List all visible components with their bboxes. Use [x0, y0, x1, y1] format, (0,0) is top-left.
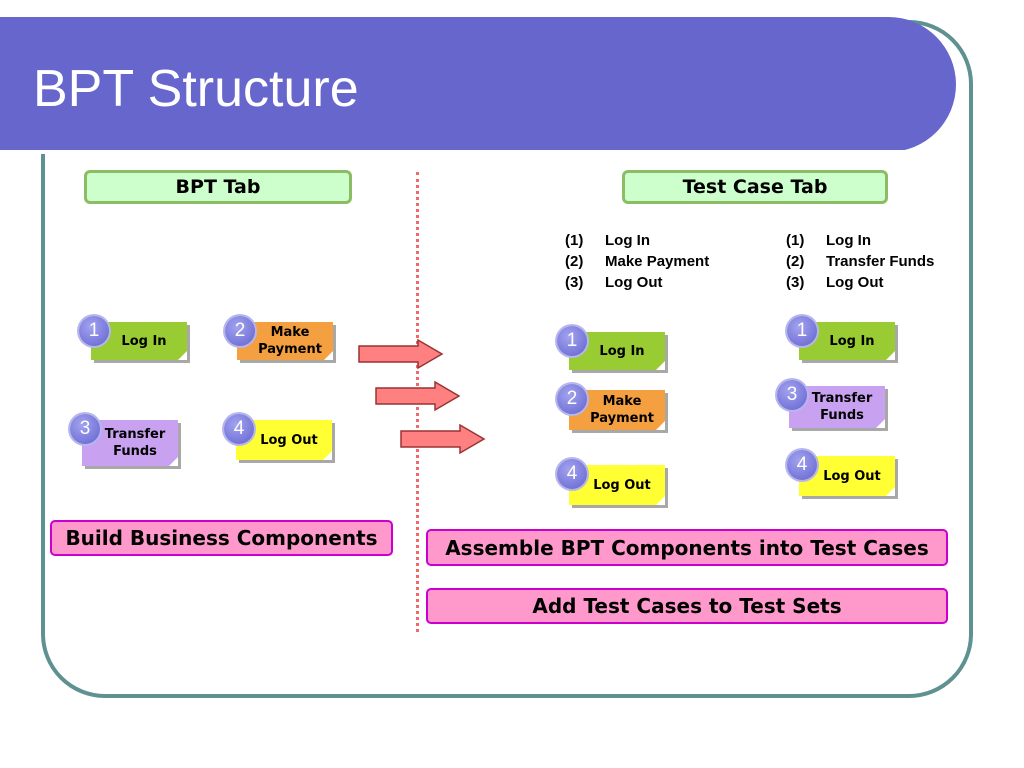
step-row: (3)Log Out: [786, 272, 934, 293]
test-case-tab-label: Test Case Tab: [622, 170, 888, 204]
component-label: Log In: [599, 343, 644, 360]
step-number: (3): [786, 272, 826, 293]
step-label: Log Out: [605, 272, 662, 293]
step-row: (1)Log In: [565, 230, 709, 251]
component-number-badge: 1: [557, 326, 587, 356]
step-row: (3)Log Out: [565, 272, 709, 293]
step-number: (2): [565, 251, 605, 272]
add-test-sets-caption: Add Test Cases to Test Sets: [426, 588, 948, 624]
component-label: Log Out: [823, 468, 881, 485]
component-label: Make Payment: [579, 393, 665, 427]
component-number-badge: 2: [557, 384, 587, 414]
step-number: (1): [565, 230, 605, 251]
component-number-badge: 1: [787, 316, 817, 346]
arrow-right-icon: [358, 338, 444, 370]
component-label: Log Out: [260, 432, 318, 449]
build-components-caption: Build Business Components: [50, 520, 393, 556]
component-label: Make Payment: [247, 324, 333, 358]
component-number-badge: 4: [557, 459, 587, 489]
bpt-tab-label: BPT Tab: [84, 170, 352, 204]
component-number-badge: 4: [787, 450, 817, 480]
step-number: (1): [786, 230, 826, 251]
step-label: Make Payment: [605, 251, 709, 272]
step-label: Transfer Funds: [826, 251, 934, 272]
component-number-badge: 2: [225, 316, 255, 346]
component-label: Transfer Funds: [92, 426, 178, 460]
component-label: Log Out: [593, 477, 651, 494]
title-banner: BPT Structure: [0, 17, 956, 152]
step-number: (3): [565, 272, 605, 293]
component-number-badge: 3: [70, 414, 100, 444]
arrow-right-icon: [400, 423, 486, 455]
step-row: (2)Transfer Funds: [786, 251, 934, 272]
step-row: (2)Make Payment: [565, 251, 709, 272]
component-number-badge: 1: [79, 316, 109, 346]
component-label: Transfer Funds: [799, 390, 885, 424]
step-label: Log In: [605, 230, 650, 251]
component-number-badge: 3: [777, 380, 807, 410]
assemble-test-cases-caption: Assemble BPT Components into Test Cases: [426, 529, 948, 566]
test-case-2-steps: (1)Log In (2)Transfer Funds (3)Log Out: [786, 230, 934, 293]
component-label: Log In: [121, 333, 166, 350]
title-underline: [0, 150, 906, 154]
component-label: Log In: [829, 333, 874, 350]
arrow-right-icon: [375, 380, 461, 412]
component-number-badge: 4: [224, 414, 254, 444]
step-number: (2): [786, 251, 826, 272]
step-label: Log In: [826, 230, 871, 251]
step-label: Log Out: [826, 272, 883, 293]
step-row: (1)Log In: [786, 230, 934, 251]
test-case-1-steps: (1)Log In (2)Make Payment (3)Log Out: [565, 230, 709, 293]
slide-title: BPT Structure: [33, 63, 359, 115]
